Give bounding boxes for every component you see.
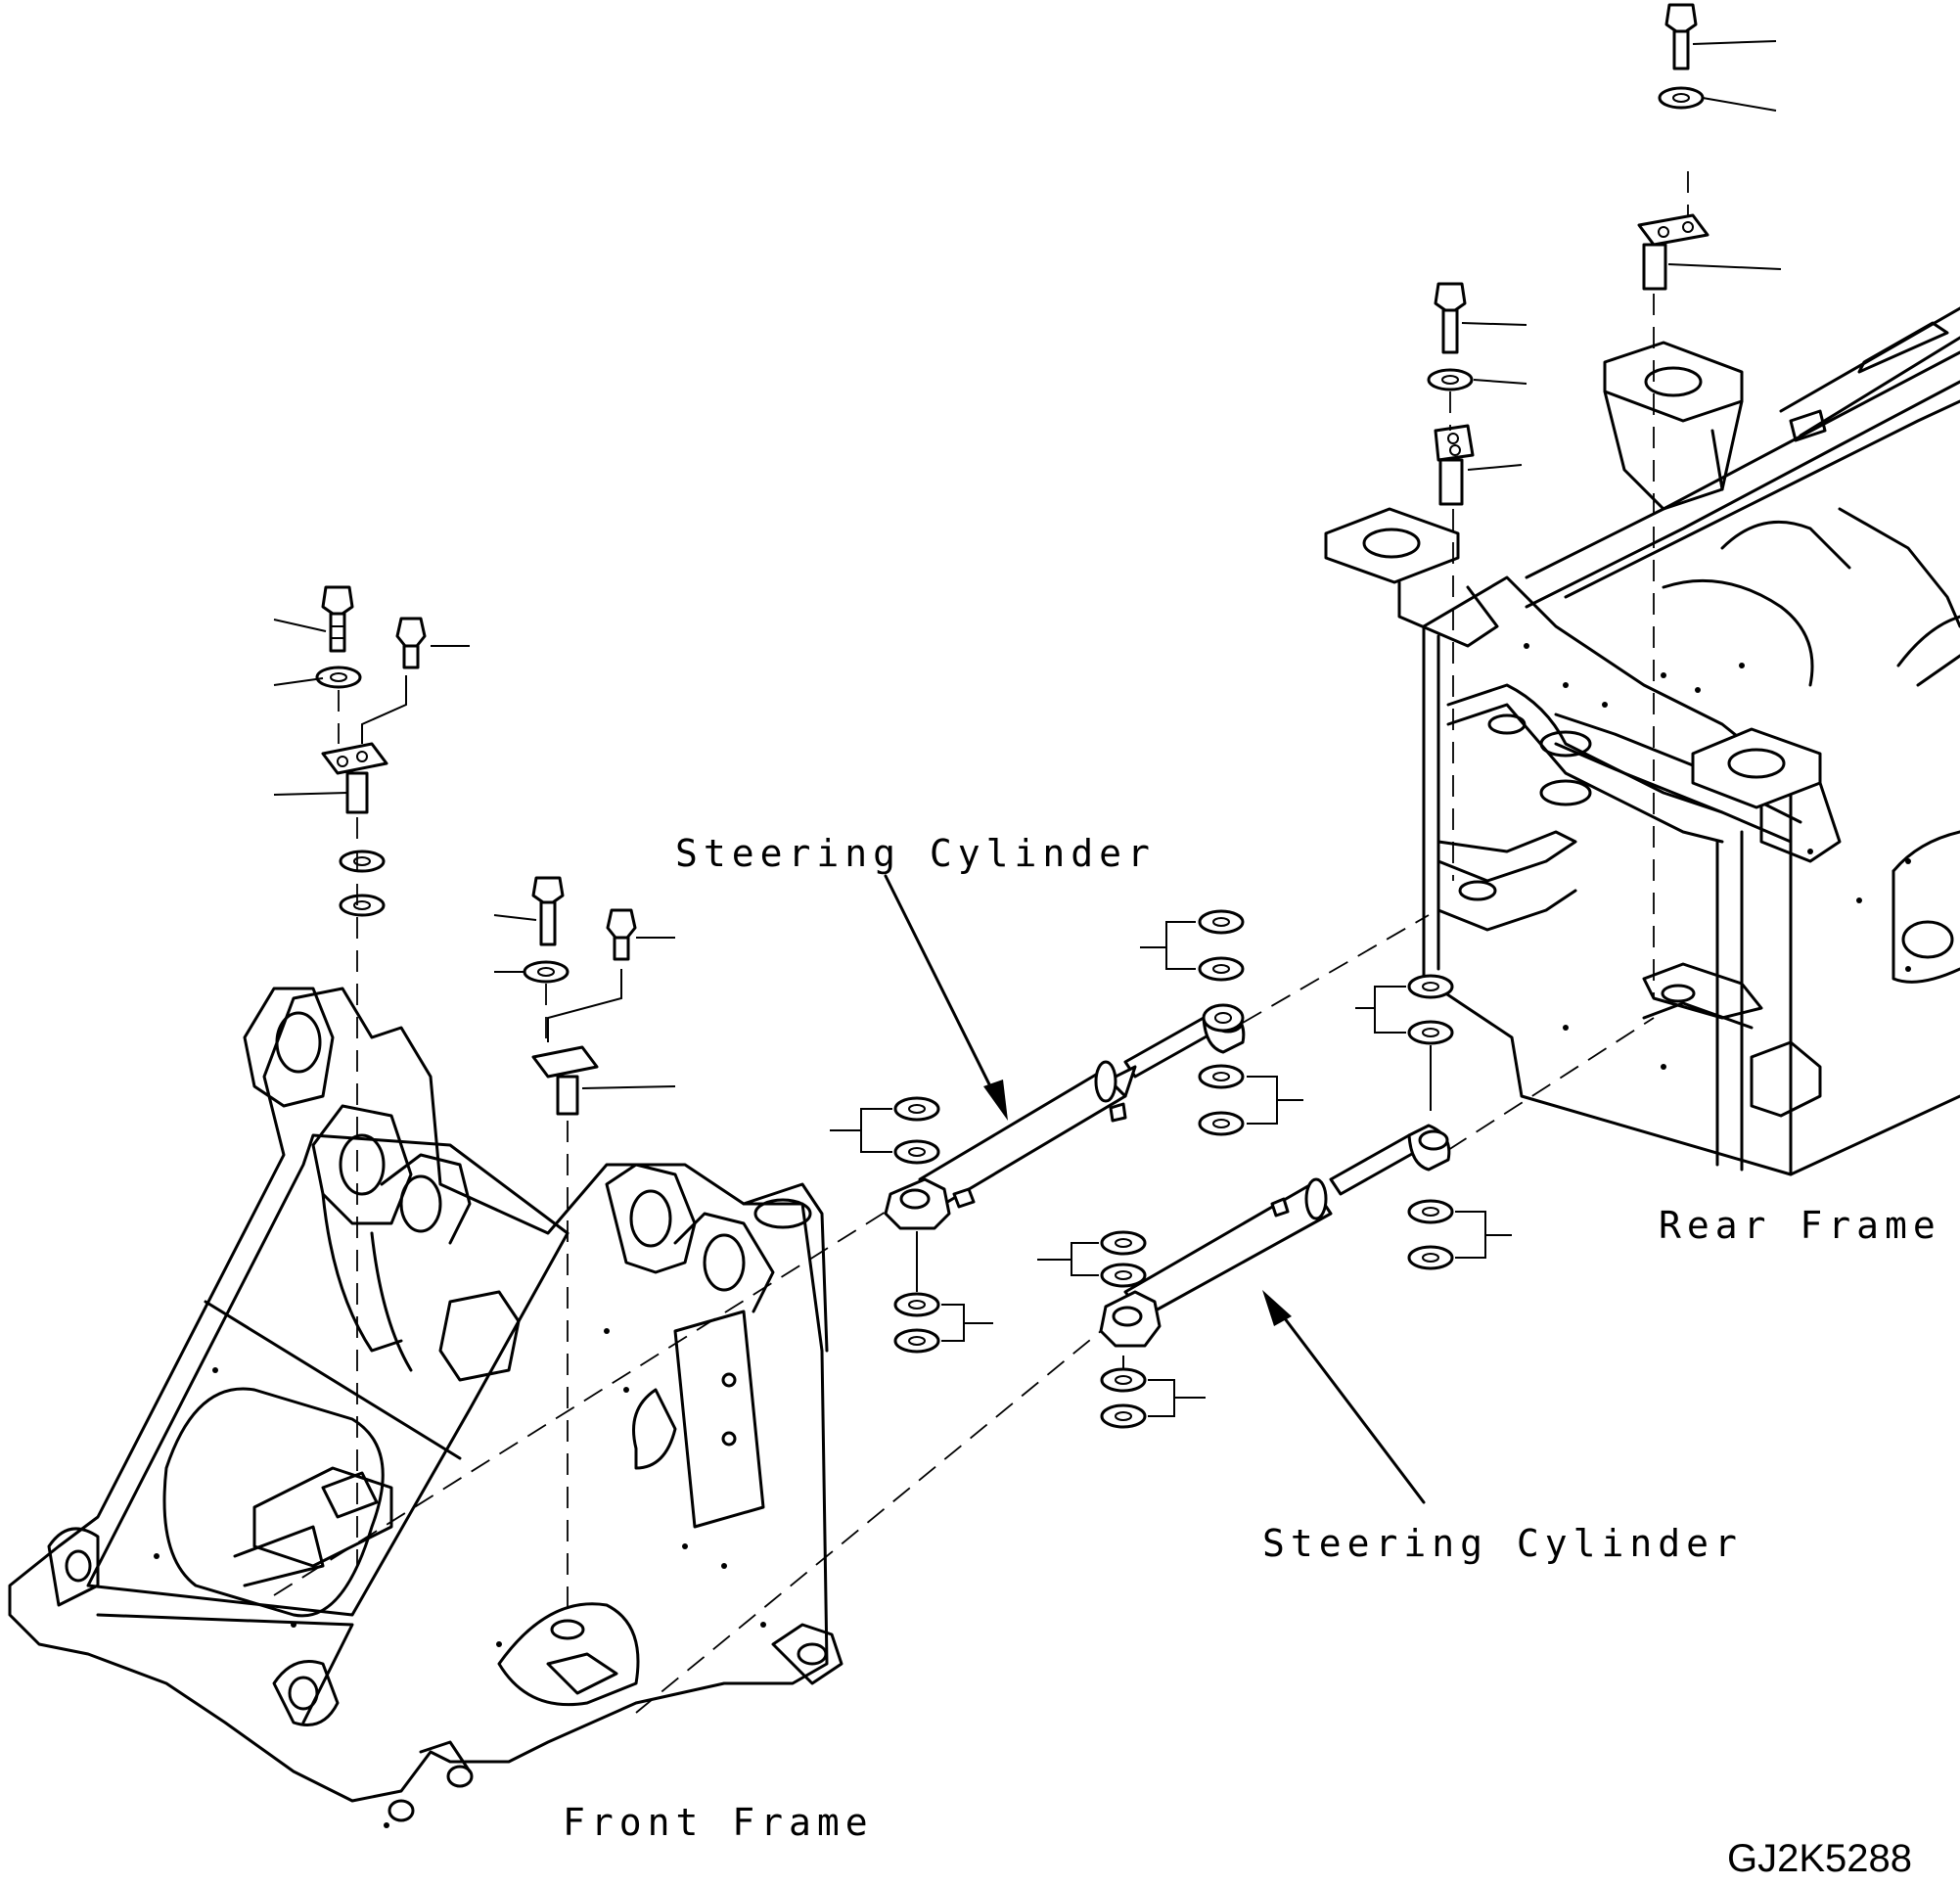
steering-cylinder-lower [1099,1124,1451,1348]
drawing-code: GJ2K5288 [1727,1837,1912,1880]
steering-cylinder-label-upper: Steering Cylinder [675,832,1156,875]
front-frame [8,987,843,1828]
rear-frame-label: Rear Frame [1659,1204,1941,1247]
pin-stack-rear-left [1427,282,1527,881]
pin-stack-front-right [493,876,676,1615]
alignment-lines [273,914,1655,1714]
label-arrows [884,874,1426,1504]
pin-stack-rear-right [1637,3,1782,998]
rear-frame [1324,306,1960,1176]
front-frame-label: Front Frame [563,1801,874,1844]
steering-cylinder-upper [884,1006,1246,1230]
steering-cylinder-label-lower: Steering Cylinder [1262,1522,1743,1565]
washer-groups [830,909,1512,1429]
pin-stack-front-left [273,585,470,1566]
